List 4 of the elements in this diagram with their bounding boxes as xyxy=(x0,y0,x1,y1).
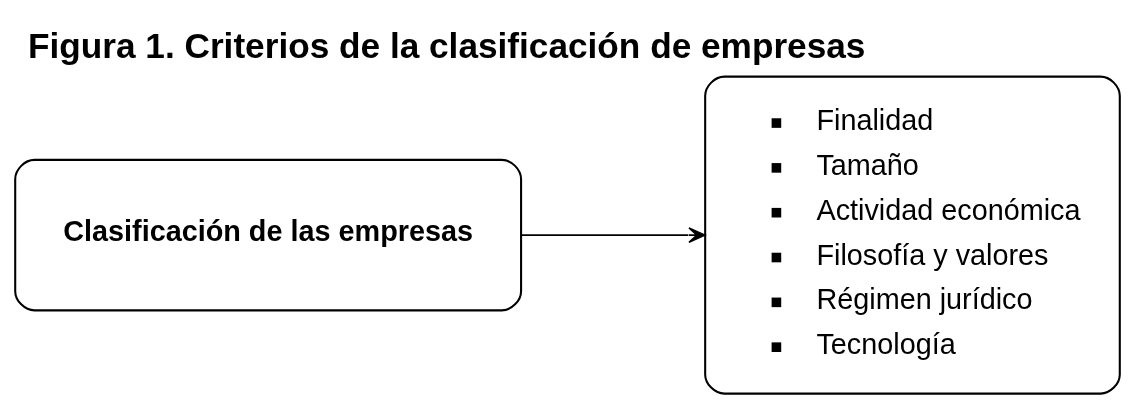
node-box: Clasificación de las empresas xyxy=(14,158,523,312)
diagram-title: Figura 1. Criterios de la clasificación de empresas xyxy=(28,26,866,66)
node-box: Finalidad Tamaño Actividad económica Filosofía y valores Régimen jurídico Tecnología xyxy=(704,75,1121,395)
arrow xyxy=(520,227,706,244)
